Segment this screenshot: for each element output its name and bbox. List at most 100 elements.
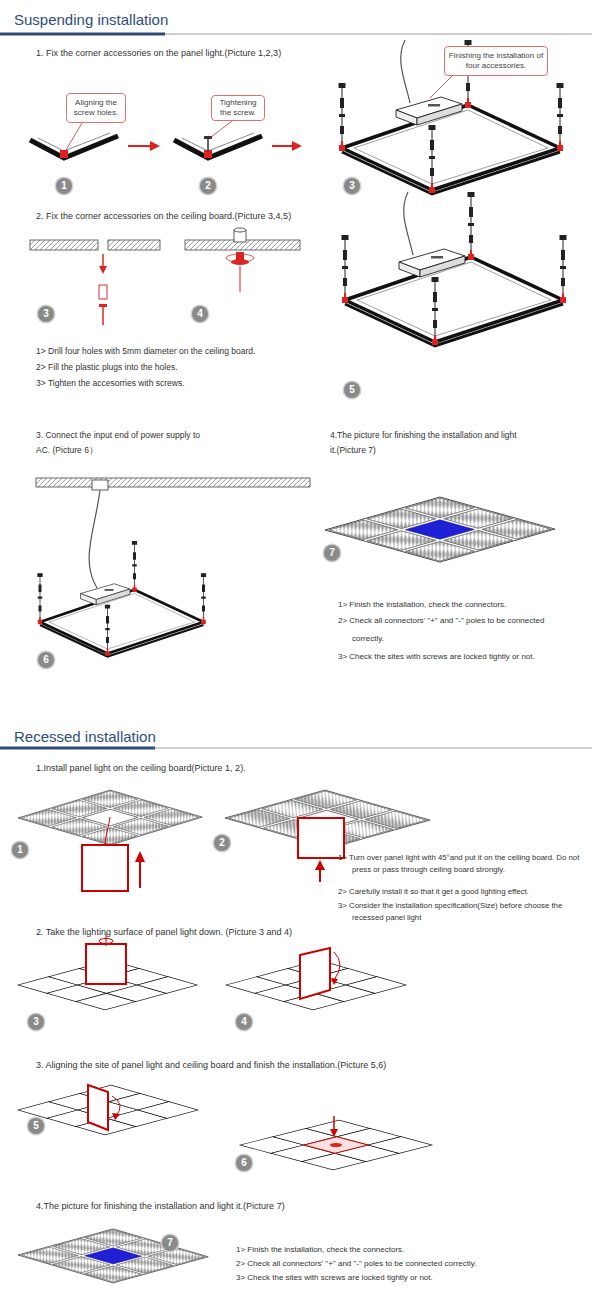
lit-panel bbox=[85, 1248, 142, 1264]
arrow-head bbox=[315, 860, 325, 870]
callout-number: 1 bbox=[12, 842, 28, 858]
leader-line bbox=[210, 121, 232, 138]
callout-number: 4 bbox=[192, 306, 208, 322]
callout-number: 7 bbox=[162, 1235, 178, 1251]
lit-panel bbox=[405, 520, 474, 540]
check-note: 3> Check the sites with screws are locke… bbox=[236, 1271, 576, 1285]
ceiling-grid bbox=[240, 1120, 432, 1170]
ceiling-grid bbox=[18, 1085, 198, 1135]
callout-box: Aligning the screw holes. bbox=[66, 93, 126, 123]
check-note: 1> Finish the installation, check the co… bbox=[338, 596, 560, 614]
screw bbox=[102, 307, 104, 325]
heading-rule bbox=[0, 747, 155, 750]
leader-line bbox=[430, 76, 452, 98]
check-note: 2> Carefully install it so that it get a… bbox=[338, 886, 590, 898]
callout-box: Finishing the installation of four acces… bbox=[444, 46, 548, 76]
panel-light bbox=[82, 845, 128, 891]
callout-number: 3 bbox=[344, 178, 360, 194]
step-arrow bbox=[272, 145, 292, 147]
arrow-head bbox=[99, 266, 107, 274]
check-note: 3> Tighten the accesorries with screws. bbox=[36, 376, 356, 390]
step-text: 2. Fix the corner accessories on the cei… bbox=[36, 210, 436, 222]
power-cable bbox=[89, 490, 100, 588]
tilt-arrow bbox=[334, 952, 340, 980]
callout-number: 7 bbox=[324, 545, 340, 561]
check-note: 1> Turn over panel light with 45°and put… bbox=[338, 852, 590, 875]
heading-rule bbox=[0, 33, 592, 35]
callout-number: 3 bbox=[28, 1014, 44, 1030]
section-heading: Suspending installation bbox=[14, 11, 168, 29]
check-note: 3> Check the sites with screws are locke… bbox=[338, 648, 560, 666]
power-cable bbox=[401, 40, 410, 103]
check-note: 3> Consider the installation specificati… bbox=[338, 900, 590, 923]
panel-light bbox=[304, 1137, 368, 1154]
panel-light bbox=[298, 818, 344, 858]
screw bbox=[207, 138, 209, 152]
step-text: 4.The picture for finishing the installa… bbox=[330, 428, 525, 458]
plastic-plug bbox=[99, 285, 107, 299]
panel-assembly bbox=[37, 541, 206, 657]
callout-number: 5 bbox=[344, 382, 360, 398]
arrow-head bbox=[330, 1129, 338, 1137]
power-cable bbox=[404, 192, 413, 255]
callout-text: Aligning the screw holes. bbox=[70, 98, 122, 118]
step-text: 4.The picture for finishing the installa… bbox=[36, 1200, 436, 1212]
arrow-head bbox=[112, 1113, 120, 1120]
red-arrow bbox=[139, 860, 141, 888]
panel-light bbox=[300, 948, 330, 999]
check-note: 2> Fill the plastic plugs into the holes… bbox=[36, 360, 356, 374]
callout-number: 2 bbox=[214, 835, 230, 851]
ceiling-board bbox=[36, 478, 310, 487]
callout-text: Tightening the screw. bbox=[215, 98, 261, 118]
leader-line bbox=[105, 817, 110, 845]
panel-mark bbox=[330, 1143, 342, 1147]
arrow-head bbox=[331, 978, 338, 985]
step-text: 2. Take the lighting surface of panel li… bbox=[36, 926, 366, 938]
callout-number: 5 bbox=[28, 1118, 44, 1134]
heading-rule bbox=[0, 747, 592, 749]
red-arrow bbox=[102, 254, 104, 268]
anchor-top bbox=[234, 228, 246, 232]
arrow-head bbox=[135, 851, 145, 862]
callout-box: Tightening the screw. bbox=[211, 95, 265, 121]
arrow-head bbox=[150, 141, 160, 151]
tilt-arrow bbox=[112, 1096, 120, 1116]
check-note: 2> Check all connectors' "+" and "-" pol… bbox=[236, 1257, 576, 1271]
leader-line bbox=[66, 123, 82, 150]
step-arrow bbox=[128, 145, 150, 147]
panel-light bbox=[86, 944, 126, 984]
callout-text: Finishing the installation of four acces… bbox=[448, 51, 544, 71]
callout-number: 4 bbox=[236, 1014, 252, 1030]
ac-connector bbox=[92, 480, 108, 490]
callout-number: 2 bbox=[200, 178, 216, 194]
callout-number: 6 bbox=[236, 1155, 252, 1171]
check-note: 2> Check all connectors' "+" and "-" pol… bbox=[338, 612, 560, 648]
callout-number: 6 bbox=[38, 652, 54, 668]
callout-number: 1 bbox=[56, 178, 72, 194]
panel-assembly bbox=[342, 192, 567, 346]
ceiling-board bbox=[108, 240, 160, 250]
ceiling-grid bbox=[18, 1229, 208, 1283]
step-text: 1. Fix the corner accessories on the pan… bbox=[36, 47, 436, 59]
screw bbox=[240, 266, 241, 292]
rotation-mark bbox=[226, 254, 254, 262]
callout-number: 3 bbox=[38, 306, 54, 322]
step-text: 1.Install panel light on the ceiling boa… bbox=[36, 762, 436, 774]
check-note: 1> Finish the installation, check the co… bbox=[236, 1243, 576, 1257]
ceiling-grid bbox=[325, 497, 555, 562]
step-text: 3. Connect the input end of power supply… bbox=[36, 428, 216, 458]
panel-assembly bbox=[339, 40, 564, 194]
ceiling-grid bbox=[18, 790, 202, 845]
heading-rule bbox=[0, 33, 165, 36]
step-text: 3. Aligning the site of panel light and … bbox=[36, 1059, 556, 1071]
ceiling-board bbox=[30, 240, 98, 250]
screw-head bbox=[99, 304, 107, 307]
red-arrow bbox=[319, 868, 321, 882]
panel-light bbox=[88, 1085, 108, 1130]
red-arrow bbox=[333, 1116, 335, 1130]
frame-corner bbox=[174, 133, 262, 158]
section-heading: Recessed installation bbox=[14, 728, 156, 746]
check-note: 1> Drill four holes with 5mm diameter on… bbox=[36, 344, 356, 358]
arrow-head bbox=[292, 141, 302, 151]
